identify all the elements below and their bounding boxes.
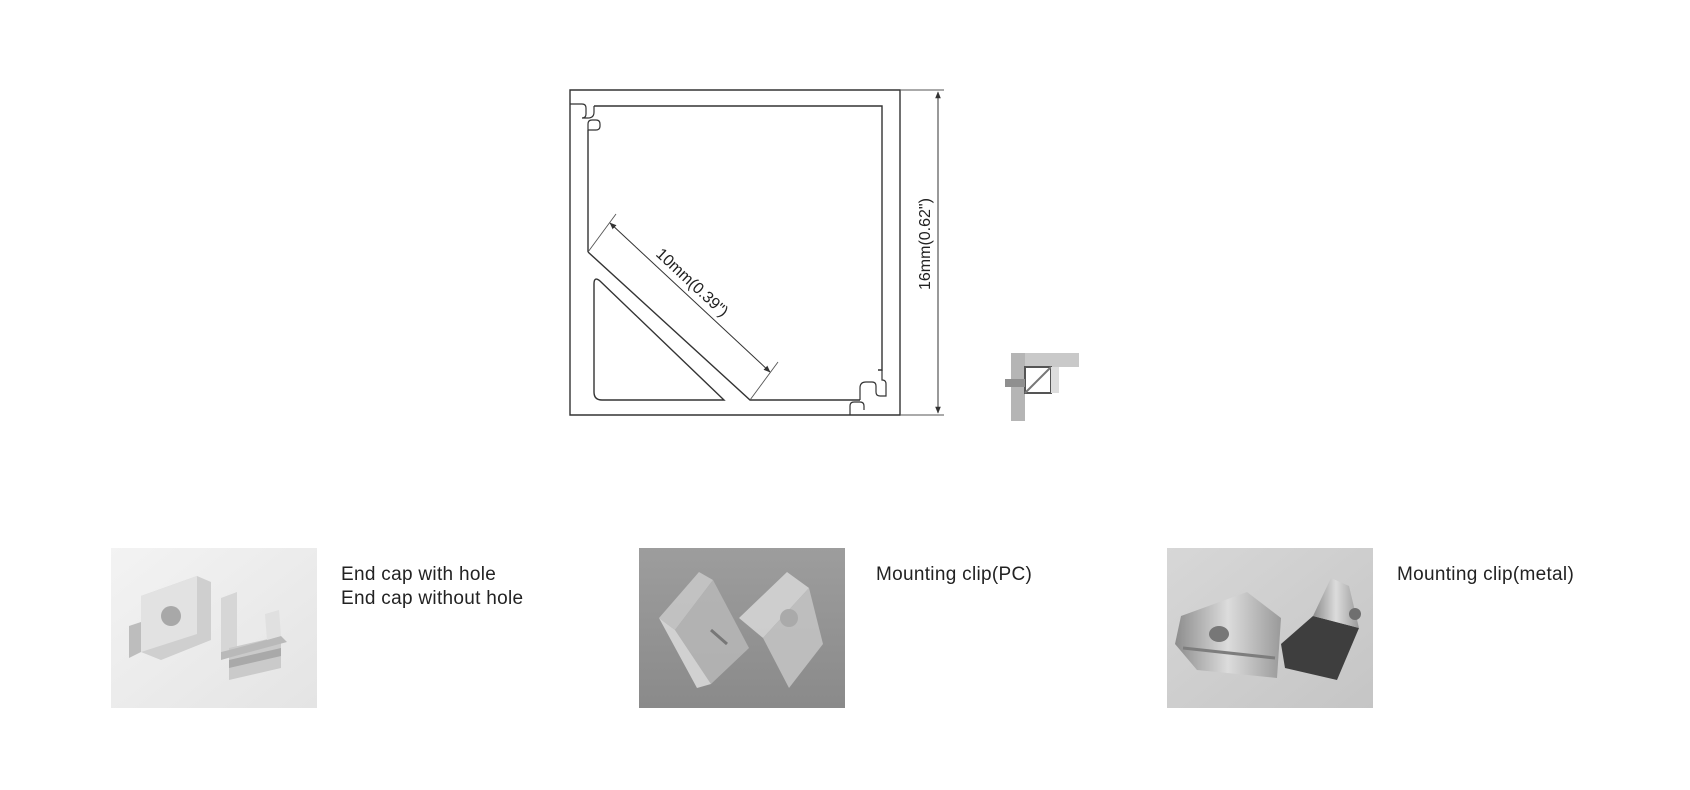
end-cap-without-hole-label: End cap without hole (341, 588, 524, 609)
profile-outer-outline (569, 89, 901, 416)
end-cap-photo (111, 548, 317, 708)
triangular-chamber (593, 278, 726, 401)
end-cap-label: End cap with hole End cap without hole (341, 563, 523, 611)
diagonal-dimension-line (609, 222, 771, 373)
top-left-notch (570, 103, 595, 119)
mounting-clip-pc-text: Mounting clip(PC) (876, 564, 1033, 585)
bottom-right-notch-lower (849, 401, 865, 415)
bottom-right-notch (859, 370, 887, 400)
diagonal-led-seat (587, 251, 860, 401)
top-left-notch-lower (587, 119, 601, 131)
mounting-clip-metal-photo (1167, 548, 1373, 708)
profile-cross-section-drawing: 10mm(0.39") 16mm(0.62") (569, 89, 944, 416)
height-dimension-label: 16mm(0.62") (917, 198, 934, 290)
diagonal-dimension-label: 10mm(0.39") (652, 245, 731, 320)
corner-installation-icon (1005, 353, 1079, 421)
profile-inner-outline (594, 105, 883, 371)
mounting-clip-pc-photo (639, 548, 845, 708)
end-cap-with-hole-label: End cap with hole (341, 564, 497, 585)
mounting-clip-metal-text: Mounting clip(metal) (1397, 564, 1575, 585)
mounting-clip-pc-label: Mounting clip(PC) (876, 563, 1032, 587)
mounting-clip-metal-label: Mounting clip(metal) (1397, 563, 1574, 587)
